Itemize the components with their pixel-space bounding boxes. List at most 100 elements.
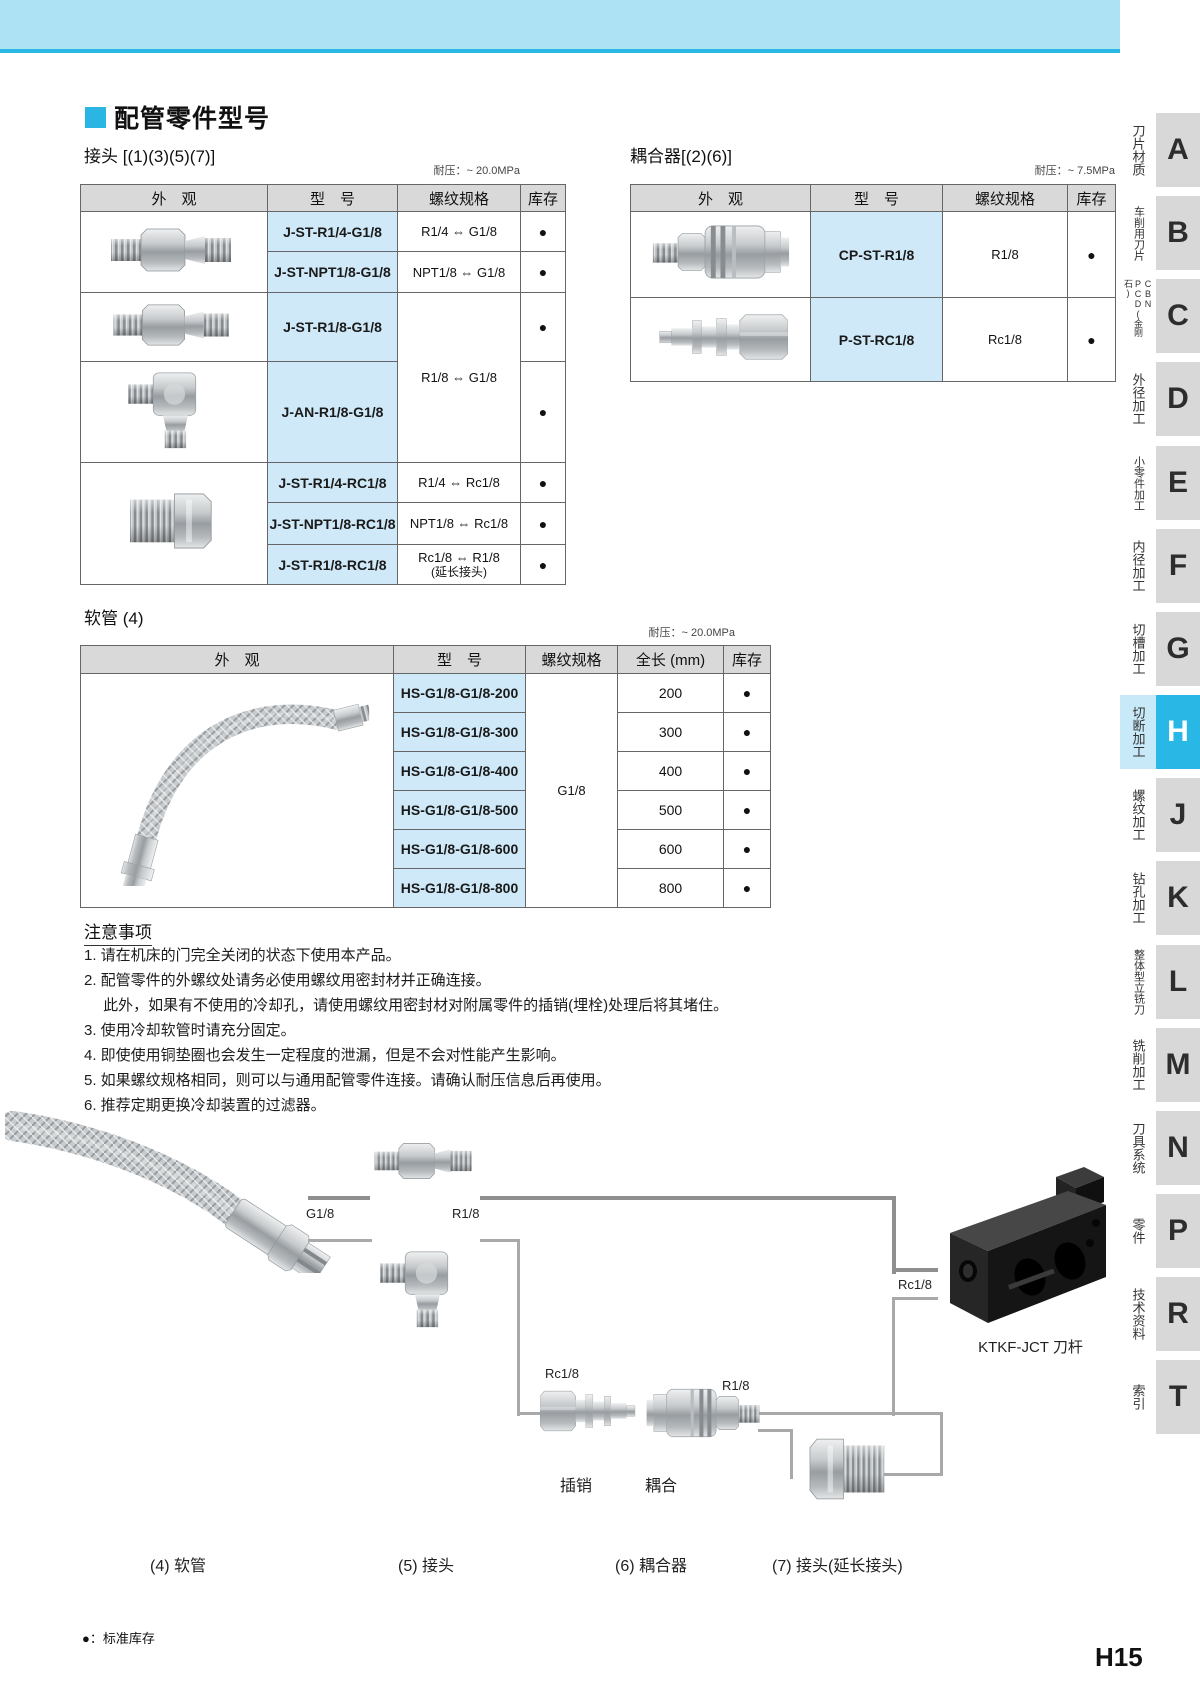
sidebar-tab-c[interactable]: CBN PCD(金刚石) C [1120, 279, 1200, 353]
stock-cell: ● [520, 251, 566, 293]
straight-joint-image [111, 301, 237, 349]
model-cell: J-ST-R1/4-G1/8 [267, 211, 398, 252]
table-row: J-ST-NPT1/8-RC1/8 NPT1/8 ⇔ Rc1/8 ● [81, 502, 566, 545]
note-item: 6. 推荐定期更换冷却装置的过滤器。 [84, 1097, 326, 1114]
table-row: J-ST-R1/8-G1/8 R1/8 ⇔ G1/8 ● [80, 292, 566, 463]
col-header-model: 型 号 [810, 184, 943, 212]
stock-cell: ● [723, 751, 771, 791]
sidebar-tab-p[interactable]: 零件 P [1120, 1194, 1200, 1268]
couplers-table: 外 观 型 号 螺纹规格 库存 CP-ST-R1/8 R1/8 ● P-ST-R… [630, 184, 1116, 382]
sidebar-tab-m[interactable]: 铣削加工 M [1120, 1028, 1200, 1102]
sidebar-tab-t[interactable]: 索引 T [1120, 1360, 1200, 1434]
length-cell: 600 [617, 829, 724, 869]
thread-cell: Rc1/8 ⇔ R1/8 (延长接头) [397, 544, 521, 585]
col-header-model: 型 号 [267, 184, 398, 212]
elbow-joint-diagram-image [380, 1248, 472, 1330]
model-cell: HS-G1/8-G1/8-800 [393, 868, 526, 908]
connector-line [480, 1239, 518, 1242]
sidebar-tab-f[interactable]: 内径加工 F [1120, 529, 1200, 603]
sidebar-tab-n[interactable]: 刀具系统 N [1120, 1111, 1200, 1185]
sidebar-tab-letter: M [1156, 1028, 1200, 1102]
sidebar-tab-letter: P [1156, 1194, 1200, 1268]
category-label-hose: (4) 软管 [150, 1558, 207, 1575]
stock-cell: ● [723, 712, 771, 752]
thread-cell-merged: G1/8 [525, 673, 618, 908]
thread-label-g18: G1/8 [306, 1206, 335, 1221]
table-row: HS-G1/8-G1/8-400 400 ● [81, 751, 771, 791]
sidebar-tab-h-active[interactable]: 切断加工 H [1120, 695, 1200, 769]
col-header-model: 型 号 [393, 645, 526, 674]
table-row: J-AN-R1/8-G1/8 ● [80, 361, 566, 463]
page-title: 配管零件型号 [114, 105, 271, 133]
connector-line [308, 1196, 370, 1200]
col-header-stock: 库存 [723, 645, 771, 674]
thread-cell: R1/4 ⇔ Rc1/8 [397, 462, 521, 503]
sidebar-tab-l[interactable]: 整体型立铣刀 L [1120, 945, 1200, 1019]
sidebar-tab-label: 零件 [1130, 1218, 1146, 1244]
table-row: HS-G1/8-G1/8-800 800 ● [81, 868, 771, 908]
col-header-thread: 螺纹规格 [942, 184, 1068, 212]
col-header-length: 全长 (mm) [617, 645, 724, 674]
category-label-joint: (5) 接头 [398, 1558, 455, 1575]
note-item: 1. 请在机床的门完全关闭的状态下使用本产品。 [84, 947, 401, 964]
connector-line [308, 1239, 372, 1242]
straight-joint-image [108, 225, 240, 275]
thread-cell: R1/8 [942, 211, 1068, 298]
col-header-thread: 螺纹规格 [397, 184, 521, 212]
elbow-joint-image [128, 369, 220, 451]
length-cell: 200 [617, 673, 724, 713]
sidebar-tab-e[interactable]: 小零件加工 E [1120, 446, 1200, 520]
connector-line [517, 1239, 520, 1416]
thread-cell: R1/4 ⇔ G1/8 [397, 211, 521, 252]
couplers-pressure-note: 耐压：~ 7.5MPa [1034, 165, 1115, 177]
stock-cell: ● [723, 829, 771, 869]
table-row: J-ST-NPT1/8-G1/8 NPT1/8 ⇔ G1/8 ● [81, 251, 566, 293]
stock-cell: ● [520, 292, 566, 362]
sidebar-tab-letter: T [1156, 1360, 1200, 1434]
note-item: 4. 即使使用铜垫圈也会发生一定程度的泄漏，但是不会对性能产生影响。 [84, 1047, 566, 1064]
joint-image-cell [80, 211, 268, 293]
col-header-appearance: 外 观 [80, 184, 268, 212]
sidebar-tab-label: 技术资料 [1130, 1288, 1146, 1340]
title-bullet-square [85, 107, 106, 128]
sidebar-tab-label: 切槽加工 [1130, 623, 1146, 675]
table-header-row: 外 观 型 号 螺纹规格 库存 [80, 184, 566, 212]
length-cell: 500 [617, 790, 724, 830]
sidebar-tab-k[interactable]: 钻孔加工 K [1120, 861, 1200, 935]
plug-joint-image-cell [80, 462, 268, 585]
sidebar-tab-label: 内径加工 [1130, 540, 1146, 592]
table-row: HS-G1/8-G1/8-300 300 ● [81, 712, 771, 752]
sidebar-tab-letter: R [1156, 1277, 1200, 1351]
connector-line [940, 1412, 943, 1476]
table-header-row: 外 观 型 号 螺纹规格 全长 (mm) 库存 [80, 645, 771, 674]
sidebar-tab-label: 索引 [1130, 1384, 1146, 1410]
model-cell: HS-G1/8-G1/8-400 [393, 751, 526, 791]
table-row: HS-G1/8-G1/8-600 600 ● [81, 829, 771, 869]
thread-label-r18: R1/8 [452, 1206, 480, 1221]
sidebar-tab-letter: K [1156, 861, 1200, 935]
sidebar-tab-d[interactable]: 外径加工 D [1120, 362, 1200, 436]
coupler-plug-image [653, 309, 788, 365]
model-cell: J-AN-R1/8-G1/8 [267, 361, 398, 463]
hose-diagram-image [5, 1108, 345, 1273]
model-cell: HS-G1/8-G1/8-500 [393, 790, 526, 830]
connector-line [480, 1196, 895, 1200]
stock-cell: ● [520, 502, 566, 545]
connector-line [892, 1196, 896, 1274]
sidebar-tab-j[interactable]: 螺纹加工 J [1120, 778, 1200, 852]
plug-joint-image [128, 492, 220, 550]
sidebar-tab-r[interactable]: 技术资料 R [1120, 1277, 1200, 1351]
connector-line [892, 1297, 895, 1416]
joint-image-cell [80, 292, 268, 362]
col-header-appearance: 外 观 [630, 184, 811, 212]
sidebar-tab-b[interactable]: 车削用刀片 B [1120, 196, 1200, 270]
sidebar-tab-letter: H [1156, 695, 1200, 769]
col-header-stock: 库存 [520, 184, 566, 212]
joints-table: 外 观 型 号 螺纹规格 库存 J-ST-R1/4-G1/8 R1/4 ⇔ G1… [80, 184, 566, 585]
note-item: 3. 使用冷却软管时请充分固定。 [84, 1022, 296, 1039]
stock-cell: ● [723, 673, 771, 713]
sidebar-tab-g[interactable]: 切槽加工 G [1120, 612, 1200, 686]
sidebar-tab-a[interactable]: 刀片材质 A [1120, 113, 1200, 187]
thread-value: Rc1/8 ⇔ R1/8 [418, 550, 500, 565]
